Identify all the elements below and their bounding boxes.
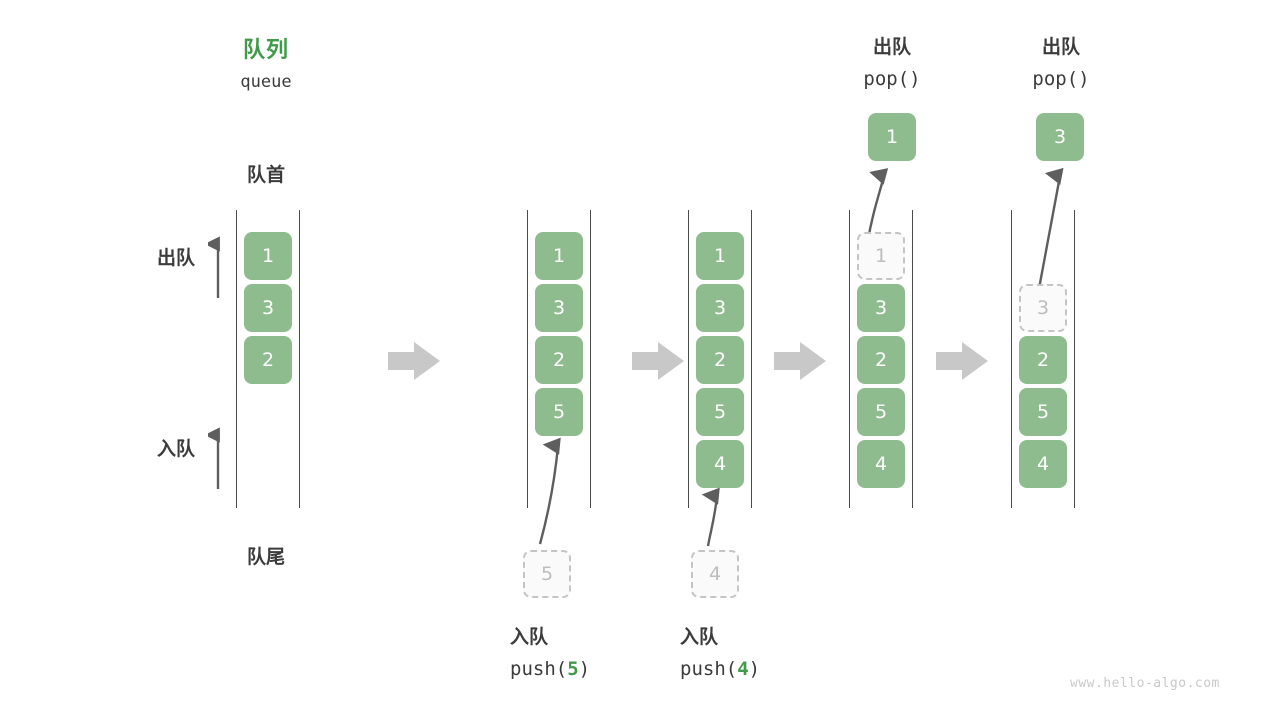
queue-cell-ghost: 1: [857, 232, 905, 280]
dequeue-flow-arrow-icon: [1036, 167, 1064, 295]
queue-rear-label: 队尾: [246, 546, 285, 568]
stage-footer-cn: 入队: [510, 626, 549, 648]
stage-heading-cn: 出队: [1041, 36, 1080, 58]
incoming-ghost-cell: 5: [523, 550, 571, 598]
queue-rail-left: [527, 210, 528, 508]
transition-arrow-icon: [936, 342, 988, 380]
queue-cell: 4: [696, 440, 744, 488]
footer-prefix: push(: [680, 658, 738, 680]
footer-suffix: ): [578, 658, 591, 680]
stage-footer-cn: 入队: [680, 626, 719, 648]
queue-rail-left: [849, 210, 850, 508]
diagram-title-en: queue: [240, 72, 292, 92]
queue-rail-right: [590, 210, 591, 508]
diagram-title-cn: 队列: [242, 38, 289, 63]
footer-prefix: push(: [510, 658, 568, 680]
queue-rail-right: [299, 210, 300, 508]
queue-cell: 2: [244, 336, 292, 384]
queue-cell: 3: [244, 284, 292, 332]
queue-front-label: 队首: [246, 164, 285, 186]
queue-rail-left: [236, 210, 237, 508]
queue-cell: 3: [857, 284, 905, 332]
queue-cell: 5: [1019, 388, 1067, 436]
transition-arrow-icon: [632, 342, 684, 380]
popped-cell: 3: [1036, 113, 1084, 161]
enqueue-direction-arrow-icon: [208, 427, 220, 489]
watermark: www.hello-algo.com: [1070, 676, 1220, 691]
popped-cell: 1: [868, 113, 916, 161]
stage-footer-en: push(4): [680, 658, 760, 680]
queue-cell: 1: [535, 232, 583, 280]
enqueue-flow-arrow-icon: [701, 487, 720, 547]
queue-cell: 2: [696, 336, 744, 384]
queue-cell-ghost: 3: [1019, 284, 1067, 332]
queue-cell: 1: [696, 232, 744, 280]
queue-cell: 2: [1019, 336, 1067, 384]
footer-arg: 5: [567, 658, 579, 680]
queue-cell: 4: [1019, 440, 1067, 488]
queue-cell: 3: [696, 284, 744, 332]
queue-rail-right: [912, 210, 913, 508]
queue-cell: 5: [696, 388, 744, 436]
queue-rail-left: [688, 210, 689, 508]
queue-rail-right: [751, 210, 752, 508]
enqueue-direction-label: 入队: [156, 438, 195, 460]
dequeue-direction-label: 出队: [156, 247, 195, 269]
queue-cell: 2: [857, 336, 905, 384]
queue-cell: 5: [857, 388, 905, 436]
stage-heading-cn: 出队: [872, 36, 911, 58]
footer-suffix: ): [748, 658, 761, 680]
queue-cell: 4: [857, 440, 905, 488]
queue-cell: 3: [535, 284, 583, 332]
transition-arrow-icon: [388, 342, 440, 380]
queue-rail-right: [1074, 210, 1075, 508]
enqueue-flow-arrow-icon: [538, 437, 561, 545]
transition-arrow-icon: [774, 342, 826, 380]
dequeue-direction-arrow-icon: [208, 236, 220, 298]
stage-heading-en: pop(): [863, 68, 921, 90]
queue-rail-left: [1011, 210, 1012, 508]
queue-cell: 1: [244, 232, 292, 280]
queue-cell: 2: [535, 336, 583, 384]
stage-footer-en: push(5): [510, 658, 590, 680]
queue-cell: 5: [535, 388, 583, 436]
footer-arg: 4: [737, 658, 749, 680]
stage-heading-en: pop(): [1032, 68, 1090, 90]
incoming-ghost-cell: 4: [691, 550, 739, 598]
